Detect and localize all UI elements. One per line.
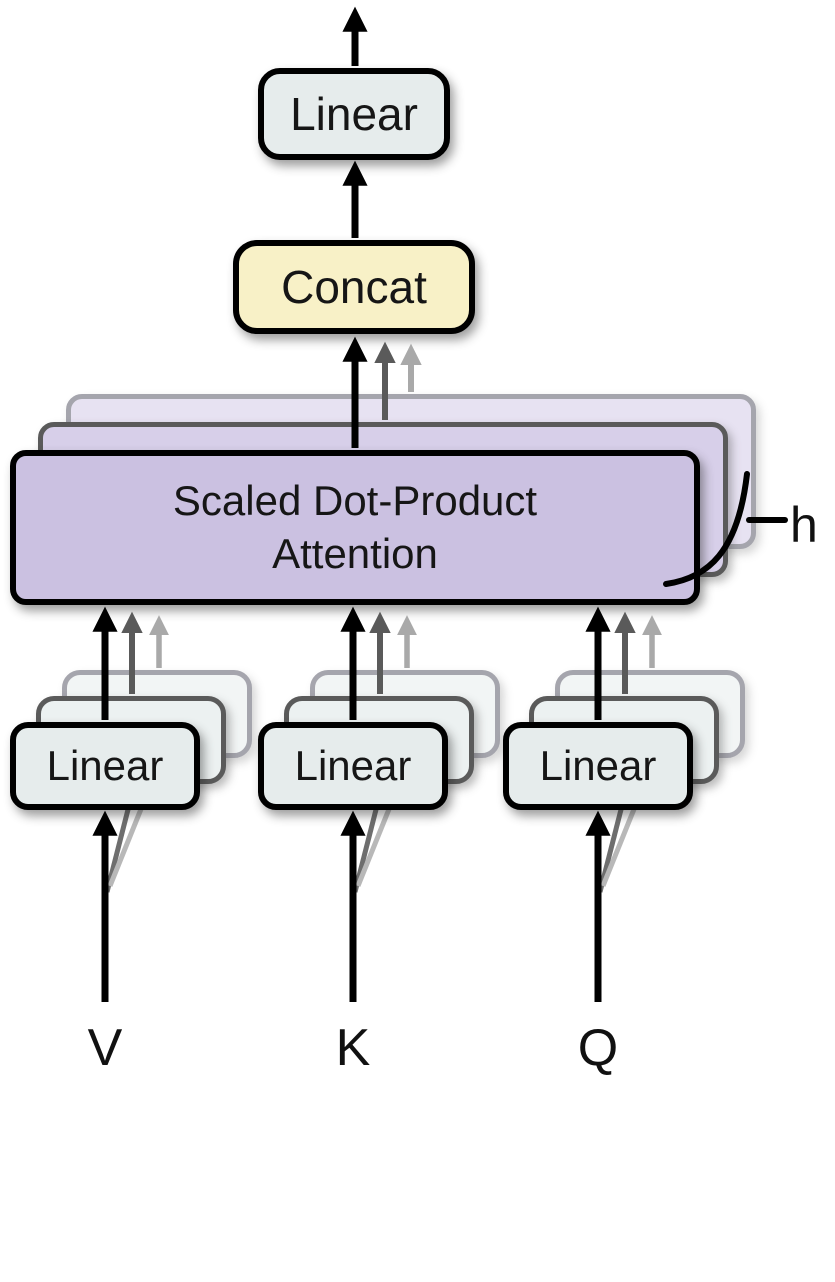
heads-brace-curve xyxy=(663,471,750,587)
input-label-v: V xyxy=(87,1019,123,1077)
linear-q-box: Linear xyxy=(503,722,693,810)
concat-label: Concat xyxy=(281,261,427,313)
linear-k-box: Linear xyxy=(258,722,448,810)
input-label-k: K xyxy=(335,1019,371,1077)
linear-q-label: Linear xyxy=(539,742,657,789)
linear-k-label: Linear xyxy=(294,742,412,789)
concat-box: Concat xyxy=(233,240,475,334)
heads-count-label: h xyxy=(790,497,818,553)
linear-v-label: Linear xyxy=(46,742,164,789)
linear-output-box: Linear xyxy=(258,68,450,160)
attention-label-line1: Scaled Dot-Product xyxy=(172,477,538,524)
linear-output-label: Linear xyxy=(290,88,418,140)
scaled-dot-product-attention-box: Scaled Dot-Product Attention xyxy=(10,450,700,605)
attention-label-line2: Attention xyxy=(272,529,438,577)
input-label-q: Q xyxy=(577,1019,619,1077)
linear-v-box: Linear xyxy=(10,722,200,810)
